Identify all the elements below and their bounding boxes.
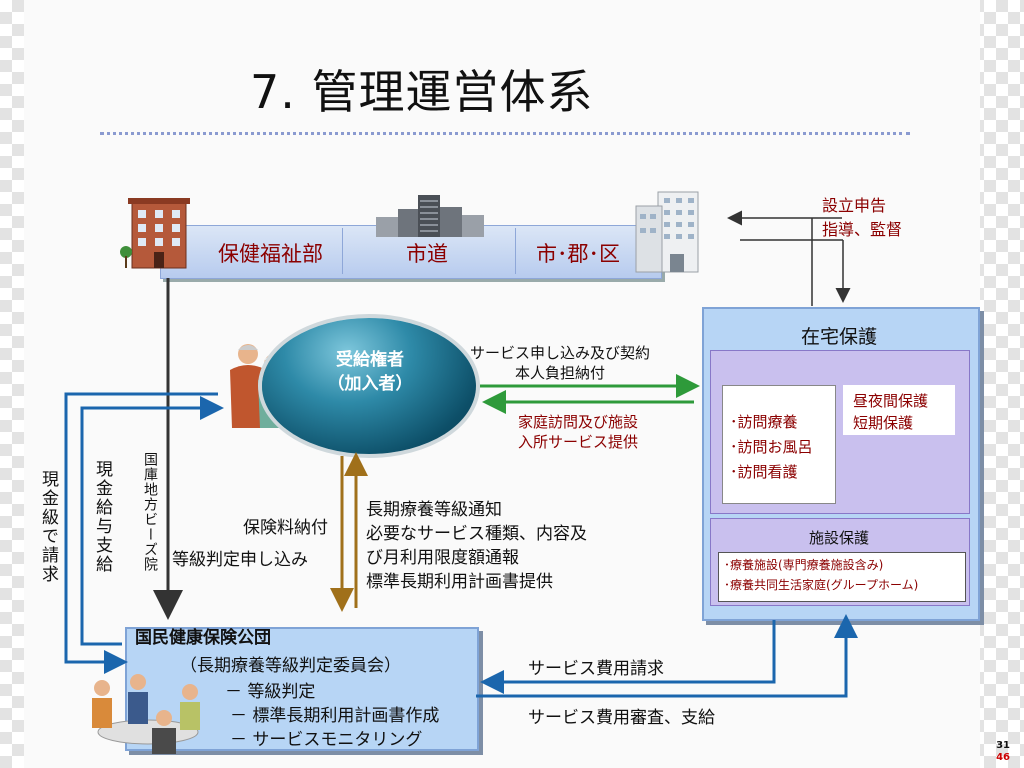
beneficiary-ellipse [262, 318, 476, 454]
service-provision-label: 家庭訪問及び施設入所サービス提供 [518, 413, 639, 451]
registration-label: 設立申告指導、監督 [822, 196, 903, 239]
facility-care-title: 施設保護 [808, 529, 869, 547]
visit-services-box [722, 385, 836, 504]
nhis-branch-label: 国庫地方ビーズ院 [142, 452, 158, 572]
day-night-list: 昼夜間保護 短期保護 [853, 392, 929, 432]
notice-label: 長期療養等級通知必要なサービス種類、内容及 び月利用限度額通報標準長期利用計画書… [366, 500, 587, 592]
province-label: 市道 [406, 242, 448, 266]
band-divider [342, 228, 343, 274]
home-care-title: 在宅保護 [800, 326, 877, 348]
nhis-title: 国民健康保険公団 [135, 628, 271, 648]
title-divider [100, 132, 910, 135]
city-building-icon [635, 191, 699, 273]
cash-payment-label: 現金給与支給 [92, 460, 112, 574]
province-building-icon [376, 195, 484, 237]
nhis-item: － サービスモニタリング [230, 730, 423, 750]
nhis-subtitle: （長期療養等級判定委員会） [180, 656, 401, 676]
cash-claim-label: 現金級で請求 [38, 470, 58, 584]
committee-meeting-icon [92, 674, 200, 754]
service-review-label: サービス費用審査、支給 [528, 708, 715, 728]
band-divider [515, 228, 516, 274]
nhis-item: － 等級判定 [225, 682, 316, 702]
beneficiary-label: 受給権者（加入者） [327, 350, 413, 394]
ministry-label: 保健福祉部 [218, 242, 323, 266]
day-night-box [843, 385, 955, 435]
premium-label: 保険料納付 [243, 518, 328, 538]
visit-services-list: ･訪問療養 ･訪問お風呂 ･訪問看護 [730, 413, 813, 481]
page-title: 7. 管理運営体系 [250, 65, 594, 119]
service-claim-label: サービス費用請求 [528, 659, 664, 679]
city-label: 市･郡･区 [536, 242, 620, 266]
facility-care-list: ･療養施設(専門療養施設含み) ･療養共同生活家庭(グループホーム) [724, 558, 919, 592]
ministry-building-icon [120, 198, 190, 269]
grade-request-label: 等級判定申し込み [172, 550, 308, 570]
service-request-label: サービス申し込み及び契約本人負担納付 [470, 344, 651, 382]
page-number: 31 46 [996, 740, 1010, 763]
nhis-item: － 標準長期利用計画書作成 [230, 706, 440, 726]
facility-care-list-box [718, 552, 966, 602]
